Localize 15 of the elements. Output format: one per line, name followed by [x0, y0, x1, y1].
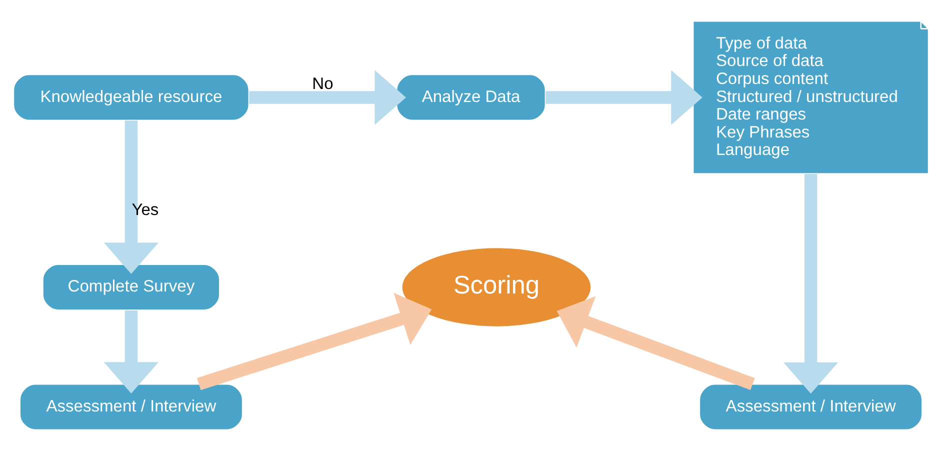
arrow [556, 296, 755, 390]
edge-label: Yes [132, 200, 159, 219]
arrow [546, 70, 702, 124]
arrow [249, 70, 406, 124]
node-box: Assessment / Interview [19, 382, 244, 430]
node-box: Assessment / Interview [698, 382, 923, 430]
edge-label: No [312, 74, 334, 93]
arrow [783, 173, 838, 394]
arrow [104, 310, 159, 393]
node-ellipse: Scoring [401, 246, 592, 328]
node-box: Knowledgeable resource [12, 73, 250, 120]
node-box: Complete Survey [42, 263, 220, 310]
arrow [196, 292, 432, 390]
arrow [104, 120, 159, 274]
node-box: Analyze Data [396, 73, 546, 120]
